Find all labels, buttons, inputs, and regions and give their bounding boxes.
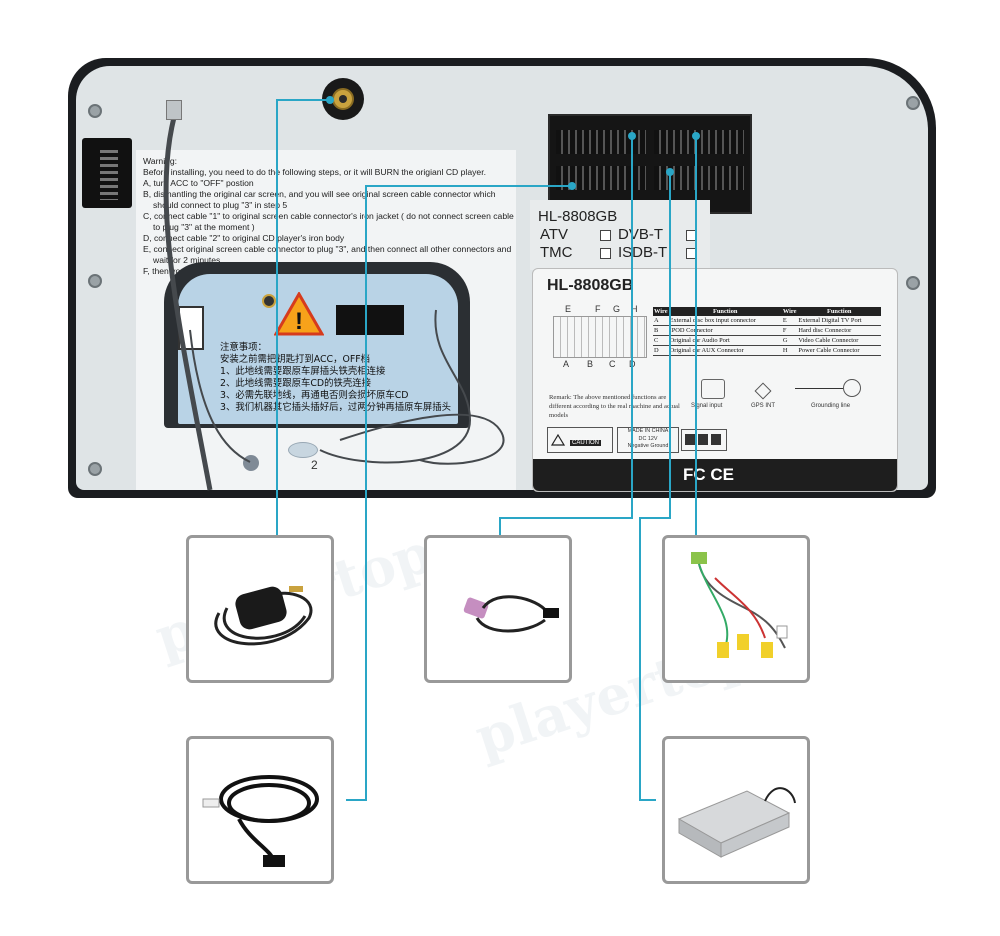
screw-icon	[88, 274, 102, 288]
side-connector	[82, 138, 132, 208]
thumb-ipod-cable	[186, 736, 334, 884]
screw-icon	[88, 104, 102, 118]
table-header: Wire Function Wire Function	[653, 307, 881, 316]
screw-icon	[906, 276, 920, 290]
ground-ring-icon	[843, 379, 861, 397]
ground-point-2	[288, 442, 318, 458]
ground-point-label: 2	[311, 458, 318, 472]
icon-strip	[681, 429, 727, 451]
label-remark: Remark: The above mentioned functions ar…	[549, 394, 680, 419]
checkbox-atv	[600, 230, 611, 241]
screw-icon	[88, 462, 102, 476]
caution-triangle-icon	[551, 434, 565, 446]
svg-text:!: !	[295, 308, 303, 335]
chinese-notice: 注意事项： 安装之前需把钥匙打到ACC，OFF档 1、此地线需要跟原车屏插头铁壳…	[220, 342, 451, 413]
power-box: MADE IN CHINA DC 12V Negative Ground	[617, 427, 679, 453]
product-label: HL-8808GB E F G H A B C D Wire Function …	[532, 268, 898, 492]
sticker-model: HL-8808GB	[538, 208, 618, 225]
model-sticker: HL-8808GB ATV DVB-T TMC ISDB-T	[530, 200, 710, 270]
rca-cable-icon	[691, 552, 788, 658]
cable-clip	[166, 100, 182, 120]
thumb-rca-cable	[662, 535, 810, 683]
screw-icon	[906, 96, 920, 110]
ipod-cable-icon	[202, 775, 319, 867]
usb-cable-icon	[463, 595, 559, 633]
thumb-usb-cable	[424, 535, 572, 683]
tv-box-icon	[677, 787, 796, 858]
label-model: HL-8808GB	[547, 277, 634, 294]
manual-diagram-panel	[178, 274, 458, 424]
thumb-tv-box	[662, 736, 810, 884]
warning-triangle-icon: !	[273, 290, 325, 341]
signal-input-icon	[701, 379, 725, 399]
caution-box: CAUTION	[547, 427, 613, 453]
gps-antenna-icon	[214, 586, 313, 646]
manual-diagram-antenna	[262, 294, 276, 308]
checkbox-tmc	[600, 248, 611, 259]
ground-point-1	[243, 455, 259, 471]
manual-diagram-plug-block	[336, 305, 404, 335]
thumb-gps-antenna	[186, 535, 334, 683]
ground-line-icon	[795, 388, 843, 389]
